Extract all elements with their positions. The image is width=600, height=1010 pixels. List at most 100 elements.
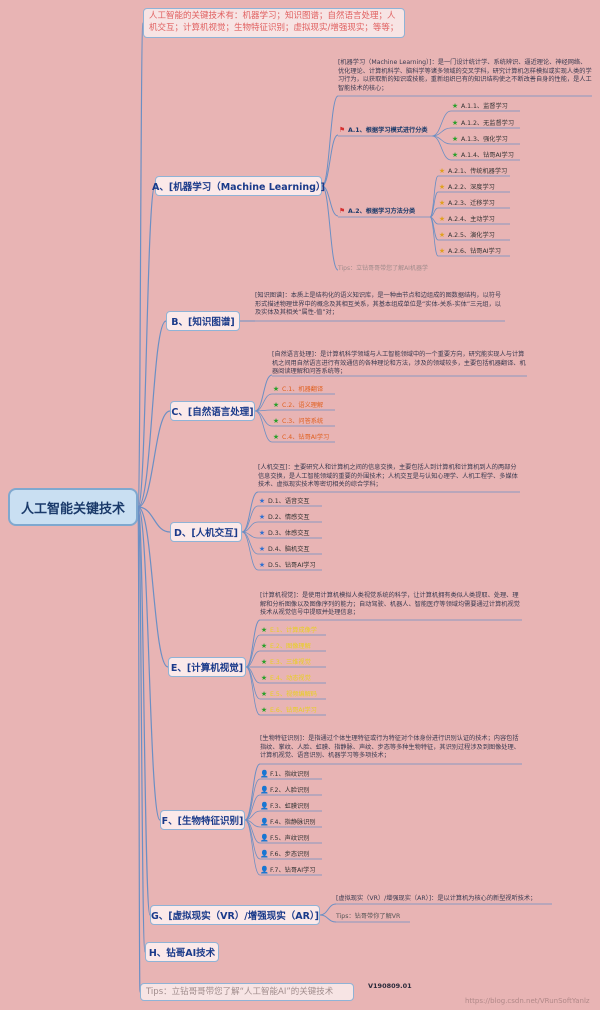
star-icon: ★ [260,690,268,698]
header-note[interactable]: 人工智能的关键技术有：机器学习；知识图谱；自然语言处理；人机交互；计算机视觉；生… [143,8,405,38]
leaf-c2[interactable]: ★C.2、语义理解 [272,401,324,409]
flag-icon: ⚑ [338,207,346,215]
person-icon: 👤 [260,802,269,810]
leaf-a1-4[interactable]: ★A.1.4、钻哥AI学习 [451,151,514,159]
c-leaf-connector [254,393,273,412]
e-leaf-connector [245,666,261,700]
star-icon: ★ [258,561,266,569]
branch-f-description: [生物特征识别]：是指通过个体生理特征或行为特征对个体身份进行识别认证的技术；内… [260,735,520,760]
footer-tip[interactable]: Tips：立钻哥哥带您了解“人工智能AI”的关键技术 [140,983,354,1001]
leaf-e6[interactable]: ★E.6、钻哥AI学习 [260,706,317,714]
group-a1-label[interactable]: ⚑A.1、根据学习模式进行分类 [338,126,428,134]
leaf-c4[interactable]: ★C.4、钻哥AI学习 [272,433,330,441]
root-topic[interactable]: 人工智能关键技术 [8,488,138,526]
root-connector [137,506,151,916]
branch-f-biometrics[interactable]: F、[生物特征识别] [160,810,245,830]
group-a2-label[interactable]: ⚑A.2、根据学习方法分类 [338,207,416,215]
leaf-f4[interactable]: 👤F.4、指静脉识别 [260,818,316,826]
branch-g-description: [虚拟现实（VR）/增强现实（AR）]：是以计算机为核心的新型视听技术； [336,895,537,902]
leaf-a2-2[interactable]: ★A.2.2、深度学习 [438,183,495,191]
e-desc-connector [245,619,261,668]
f-leaf-connector [244,819,261,876]
branch-h-zuange-ai[interactable]: H、钻哥AI技术 [145,942,219,962]
person-icon: 👤 [260,834,269,842]
person-icon: 👤 [260,866,269,874]
branch-b-knowledge-graph[interactable]: B、[知识图谱] [166,311,240,331]
a1-leaf-connector [431,127,452,137]
star-icon: ★ [258,497,266,505]
leaf-c1[interactable]: ★C.1、机器翻译 [272,385,324,393]
root-connector [137,185,156,508]
d-desc-connector [241,491,259,533]
leaf-e1[interactable]: ★E.1、计算成像学 [260,626,317,634]
branch-a-machine-learning[interactable]: A、[机器学习（Machine Learning）] [152,176,325,196]
star-icon: ★ [438,231,446,239]
leaf-f3[interactable]: 👤F.3、虹膜识别 [260,802,310,810]
leaf-f2[interactable]: 👤F.2、人脸识别 [260,786,310,794]
root-connector [137,506,141,993]
star-icon: ★ [258,529,266,537]
branch-d-hci[interactable]: D、[人机交互] [170,522,242,542]
leaf-d2[interactable]: ★D.2、情感交互 [258,513,310,521]
root-connector [137,410,171,508]
leaf-e3[interactable]: ★E.3、三维视觉 [260,658,311,666]
star-icon: ★ [272,433,280,441]
branch-a-tip: Tips：立钻哥哥带您了解AI机器学 [338,265,428,272]
d-leaf-connector [241,505,259,533]
star-icon: ★ [258,513,266,521]
leaf-f7[interactable]: 👤F.7、钻哥AI学习 [260,866,316,874]
a2-leaf-connector [429,216,439,257]
leaf-c3[interactable]: ★C.3、问答系统 [272,417,324,425]
a2-leaf-connector [429,207,439,218]
leaf-a2-6[interactable]: ★A.2.6、钻哥AI学习 [438,247,501,255]
branch-g-tip: Tips：钻哥带你了解VR [336,913,401,920]
c-leaf-connector [254,410,273,443]
root-connector [137,506,161,821]
leaf-a2-4[interactable]: ★A.2.4、主动学习 [438,215,495,223]
leaf-a2-5[interactable]: ★A.2.5、演化学习 [438,231,495,239]
leaf-e2[interactable]: ★E.2、图像理解 [260,642,311,650]
star-icon: ★ [260,674,268,682]
leaf-a2-1[interactable]: ★A.2.1、传统机器学习 [438,167,508,175]
leaf-a1-1[interactable]: ★A.1.1、监督学习 [451,102,508,110]
d-leaf-connector [241,531,259,571]
leaf-f6[interactable]: 👤F.6、步态识别 [260,850,310,858]
e-leaf-connector [245,650,261,668]
person-icon: 👤 [260,770,269,778]
g-desc-connector [319,903,337,916]
root-connector [137,506,169,668]
branch-g-vr-ar[interactable]: G、[虚拟现实（VR）/增强现实（AR）] [150,905,320,925]
branch-e-description: [计算机视觉]：是使用计算机模拟人类视觉系统的科学，让计算机拥有类似人类提取、处… [260,592,520,617]
star-icon: ★ [260,642,268,650]
branch-b-description: [知识图谱]：本质上是结构化的语义知识库，是一种由节点和边组成的图数据结构，以符… [255,292,502,317]
leaf-a2-3[interactable]: ★A.2.3、迁移学习 [438,199,495,207]
a1-connector [321,134,339,187]
a-desc-connector [321,95,339,187]
c-leaf-connector [254,410,273,427]
person-icon: 👤 [260,786,269,794]
leaf-e5[interactable]: ★E.5、视频编解码 [260,690,317,698]
star-icon: ★ [438,183,446,191]
a-tip-connector [321,185,339,271]
branch-c-description: [自然语言处理]：是计算机科学领域与人工智能领域中的一个重要方向，研究能实现人与… [272,351,526,376]
leaf-d5[interactable]: ★D.5、钻哥AI学习 [258,561,316,569]
star-icon: ★ [272,385,280,393]
leaf-e4[interactable]: ★E.4、动态视觉 [260,674,311,682]
a2-leaf-connector [429,191,439,218]
star-icon: ★ [260,626,268,634]
leaf-a1-3[interactable]: ★A.1.3、强化学习 [451,135,508,143]
leaf-d3[interactable]: ★D.3、体感交互 [258,529,310,537]
star-icon: ★ [272,401,280,409]
leaf-f1[interactable]: 👤F.1、指纹识别 [260,770,310,778]
leaf-d4[interactable]: ★D.4、脑机交互 [258,545,310,553]
branch-c-nlp[interactable]: C、[自然语言处理] [170,401,255,421]
leaf-f5[interactable]: 👤F.5、声纹识别 [260,834,310,842]
branch-e-computer-vision[interactable]: E、[计算机视觉] [168,657,246,677]
watermark: https://blog.csdn.net/VRunSoftYanlz [465,997,590,1005]
leaf-a1-2[interactable]: ★A.1.2、无监督学习 [451,119,515,127]
leaf-d1[interactable]: ★D.1、语音交互 [258,497,310,505]
star-icon: ★ [451,151,459,159]
star-icon: ★ [260,706,268,714]
